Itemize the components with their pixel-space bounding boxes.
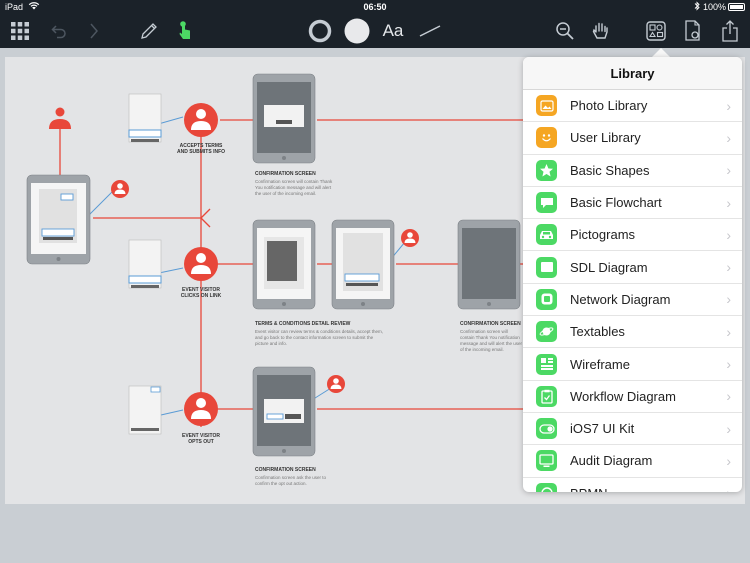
confirm-desc-1: Confirmation screen will contain Thank Y… — [255, 179, 333, 196]
share-icon[interactable] — [718, 14, 742, 48]
chevron-right-icon: › — [726, 388, 731, 405]
drawing-canvas[interactable]: ACCEPTS TERMS AND SUBMITS INFO EVENT VIS… — [5, 57, 745, 504]
popover-pointer — [651, 48, 671, 58]
battery-percent: 100% — [702, 2, 726, 12]
chevron-right-icon: › — [726, 452, 731, 469]
library-popover: Library Photo Library›User Library›Basic… — [523, 57, 742, 492]
toolbar: Aa — [0, 14, 750, 48]
network-icon — [536, 288, 557, 310]
wireframe-diagram — [26, 73, 523, 457]
pencil-icon[interactable] — [138, 14, 160, 48]
fill-color-icon[interactable] — [343, 14, 371, 48]
library-item-user-library[interactable]: User Library › — [523, 122, 742, 155]
battery-icon — [728, 3, 745, 11]
line-tool-icon[interactable] — [417, 14, 443, 48]
pan-hand-icon[interactable] — [589, 14, 613, 48]
chevron-right-icon: › — [726, 226, 731, 243]
chevron-right-icon: › — [726, 194, 731, 211]
library-item-network-diagram[interactable]: Network Diagram › — [523, 284, 742, 317]
touch-hand-icon[interactable] — [174, 14, 196, 48]
undo-icon[interactable] — [48, 14, 70, 48]
library-item-label: Photo Library — [570, 98, 648, 114]
library-item-label: Workflow Diagram — [570, 388, 676, 404]
library-item-label: Audit Diagram — [570, 453, 653, 469]
library-title: Library — [523, 57, 742, 90]
bpmn-icon — [536, 482, 557, 492]
monitor-icon — [536, 450, 557, 472]
status-bar: iPad 06:50 100% — [0, 0, 750, 14]
library-item-basic-shapes[interactable]: Basic Shapes › — [523, 155, 742, 187]
library-item-wireframe[interactable]: Wireframe › — [523, 348, 742, 381]
library-icon[interactable] — [644, 14, 668, 48]
library-item-label: BPMN — [570, 486, 608, 492]
confirm-title-1: CONFIRMATION SCREEN — [255, 171, 316, 177]
terms-title: TERMS & CONDITIONS DETAIL REVIEW — [255, 321, 351, 327]
redo-icon[interactable] — [84, 14, 106, 48]
event-visitor-opts-label: EVENT VISITOR OPTS OUT — [182, 433, 220, 445]
library-item-label: Pictograms — [570, 227, 636, 243]
event-visitor-clicks-label: EVENT VISITOR CLICKS ON LINK — [180, 287, 222, 299]
library-item-workflow-diagram[interactable]: Workflow Diagram › — [523, 381, 742, 413]
chevron-right-icon: › — [726, 97, 731, 114]
library-item-label: Textables — [570, 324, 625, 340]
photo-icon — [536, 95, 557, 117]
library-item-textables[interactable]: Textables › — [523, 316, 742, 349]
library-item-bpmn[interactable]: BPMN › — [523, 478, 742, 492]
car-icon — [536, 224, 557, 246]
chevron-right-icon: › — [726, 259, 731, 276]
chevron-right-icon: › — [726, 129, 731, 146]
chevron-right-icon: › — [726, 356, 731, 373]
confirm-desc-2: Confirmation screen will contain Thank Y… — [460, 329, 523, 352]
chevron-right-icon: › — [726, 291, 731, 308]
library-item-pictograms[interactable]: Pictograms › — [523, 219, 742, 252]
clipboard-icon — [536, 385, 557, 407]
confirm-title-3: CONFIRMATION SCREEN — [255, 467, 316, 473]
planet-icon — [536, 321, 557, 343]
library-item-audit-diagram[interactable]: Audit Diagram › — [523, 445, 742, 478]
bluetooth-icon — [694, 1, 700, 13]
library-item-label: SDL Diagram — [570, 259, 648, 275]
smiley-icon — [536, 127, 557, 149]
wireframe-icon — [536, 353, 557, 375]
terms-desc: Event visitor can review terms & conditi… — [255, 329, 384, 346]
sdl-icon — [536, 256, 557, 278]
confirm-title-2: CONFIRMATION SCREEN — [460, 321, 521, 327]
document-settings-icon[interactable] — [681, 14, 705, 48]
bottom-area — [0, 505, 750, 563]
chevron-right-icon: › — [726, 420, 731, 437]
library-item-label: Network Diagram — [570, 291, 671, 307]
zoom-out-icon[interactable] — [553, 14, 577, 48]
star-icon — [536, 159, 557, 181]
wifi-icon — [28, 1, 40, 12]
library-item-sdl-diagram[interactable]: SDL Diagram › — [523, 251, 742, 284]
library-list: Photo Library › User Library › Basic Shapes ›… — [523, 90, 742, 492]
text-tool-button[interactable]: Aa — [382, 21, 404, 40]
library-item-basic-flowchart[interactable]: Basic Flowchart › — [523, 187, 742, 220]
clock: 06:50 — [363, 2, 387, 12]
flowchart-icon — [536, 192, 557, 214]
chevron-right-icon: › — [726, 485, 731, 492]
library-item-label: iOS7 UI Kit — [570, 421, 635, 437]
confirm-desc-3: Confirmation screen ask the user to conf… — [255, 475, 327, 486]
accepts-terms-label: ACCEPTS TERMS AND SUBMITS INFO — [176, 143, 226, 155]
library-item-label: Basic Shapes — [570, 162, 650, 178]
library-item-label: Basic Flowchart — [570, 195, 662, 211]
library-item-label: Wireframe — [570, 356, 630, 372]
stroke-color-icon[interactable] — [307, 14, 333, 48]
library-item-label: User Library — [570, 130, 641, 146]
library-item-ios7-ui-kit[interactable]: iOS7 UI Kit › — [523, 413, 742, 446]
carrier-label: iPad — [5, 2, 24, 12]
chevron-right-icon: › — [726, 323, 731, 340]
chevron-right-icon: › — [726, 162, 731, 179]
library-item-photo-library[interactable]: Photo Library › — [523, 90, 742, 123]
toggle-icon — [536, 418, 557, 440]
grid-menu-icon[interactable] — [8, 14, 32, 48]
